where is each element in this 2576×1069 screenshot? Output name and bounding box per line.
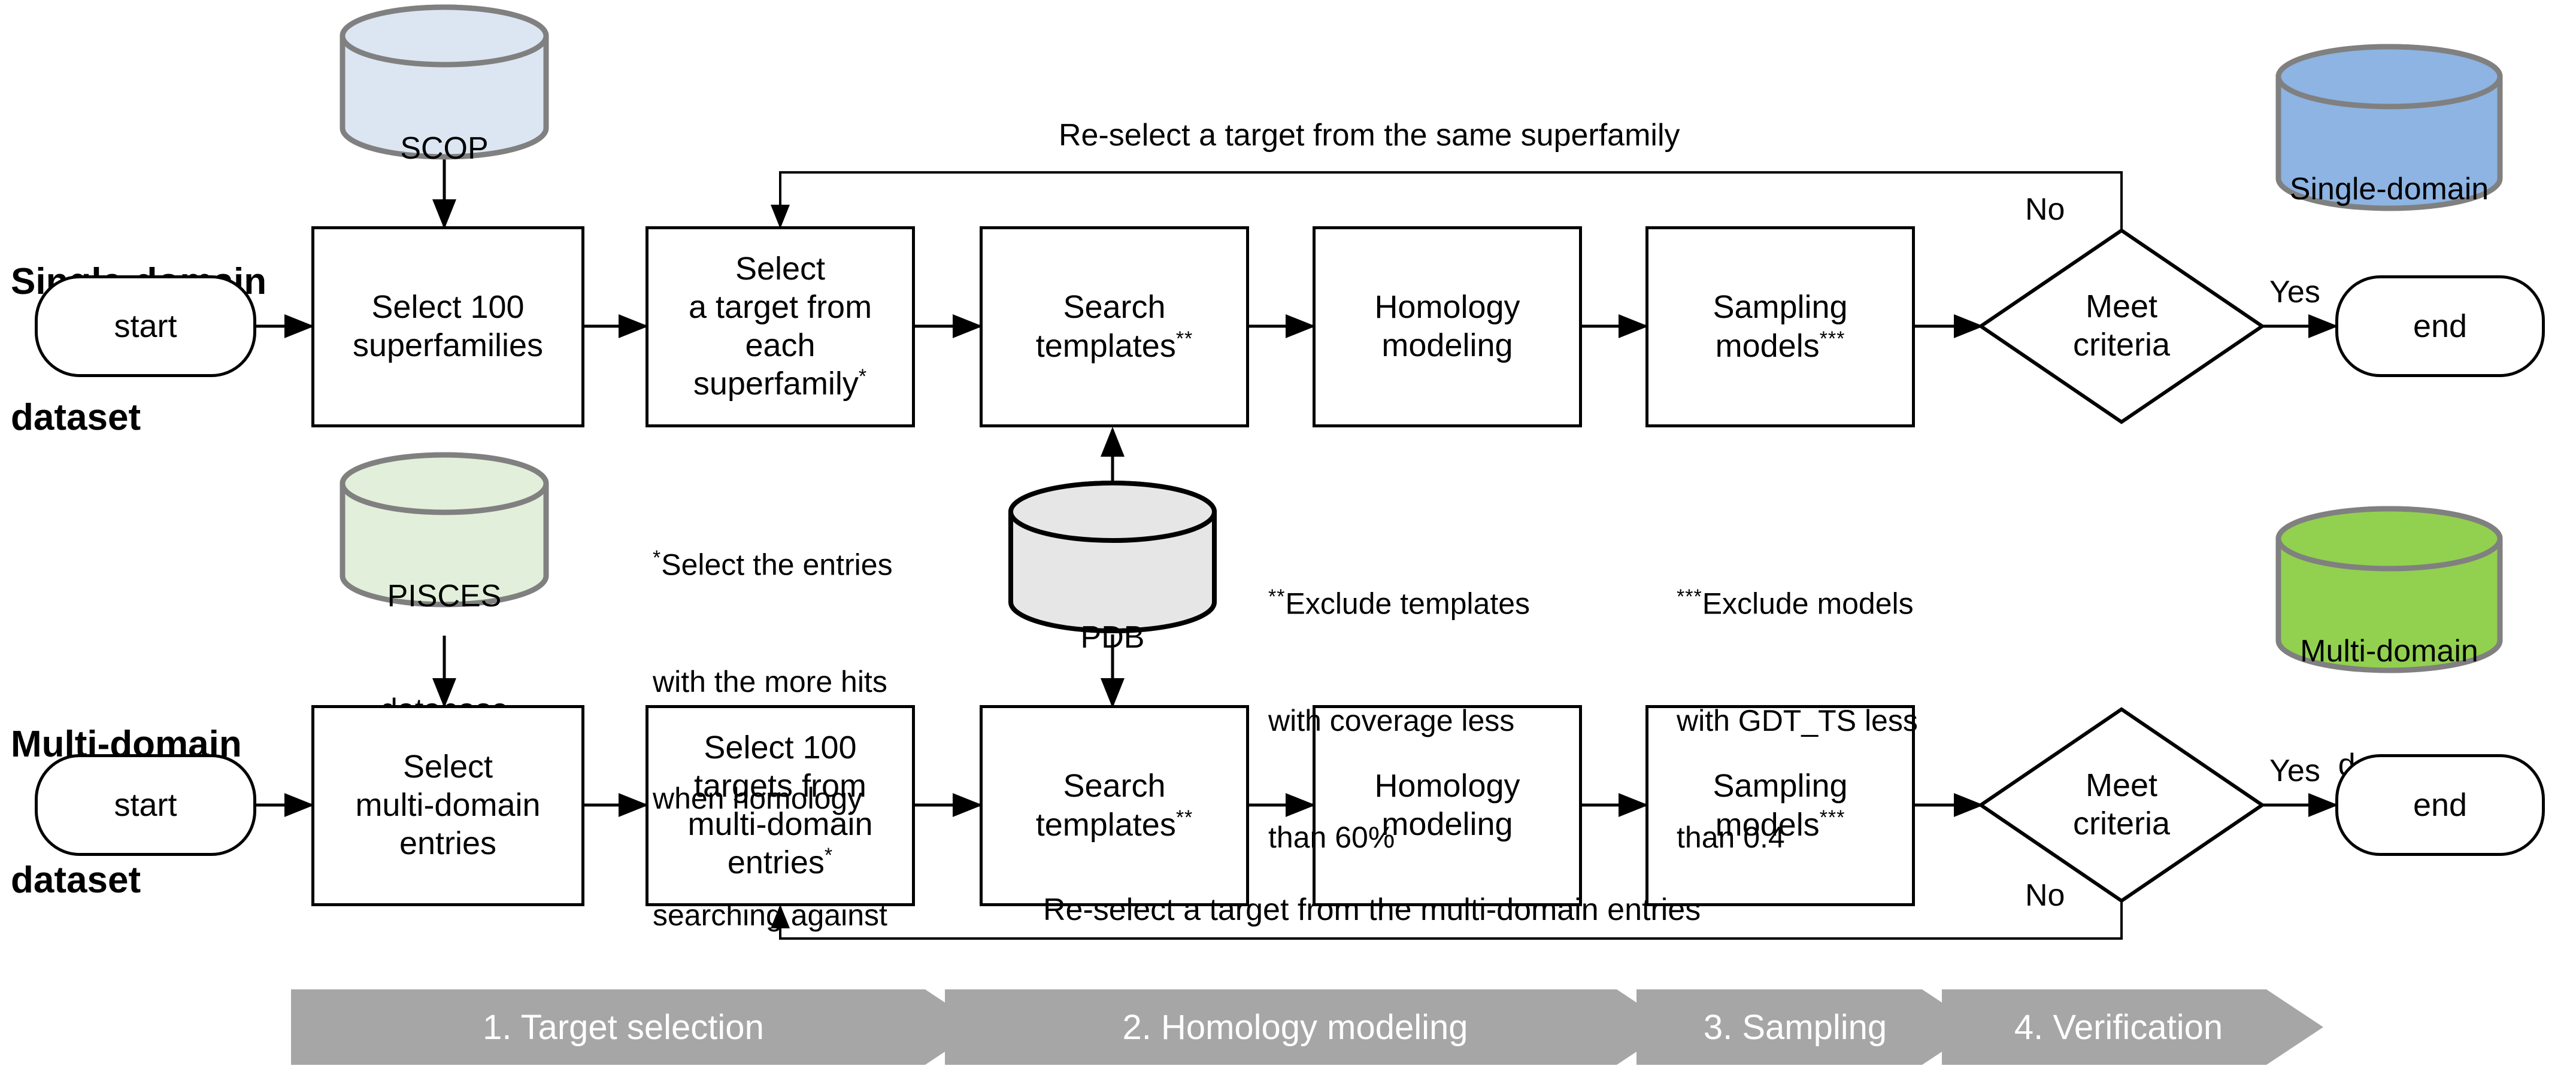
- step-select-100-superfamilies[interactable]: Select 100 superfamilies: [311, 226, 584, 427]
- step-line: Search: [1063, 288, 1166, 325]
- end-node-multi-label: end: [2413, 787, 2468, 823]
- step-line-with-sup: templates**: [1035, 327, 1193, 364]
- step-line: multi-domain: [687, 806, 873, 842]
- phase-3-sampling[interactable]: 3. Sampling: [1636, 989, 1954, 1065]
- single-out-line1: Single-domain: [2289, 171, 2489, 206]
- step-line-with-sup: models***: [1715, 327, 1845, 364]
- footnote-marker: *: [858, 365, 868, 388]
- footnote-1-line: searching against: [653, 898, 887, 932]
- start-node-single-label: start: [114, 308, 177, 344]
- decision-line1: Meet: [2085, 767, 2158, 804]
- loop-label-multi: Re-select a target from the multi-domain…: [1043, 892, 1701, 927]
- edge-single-noloop: [771, 171, 2123, 230]
- edge-label-no-multi: No: [2025, 878, 2065, 913]
- step-line: Sampling: [1713, 767, 1848, 804]
- step-line: Select 100: [371, 289, 525, 326]
- step-line: modeling: [1381, 806, 1513, 842]
- phase-3-label: 3. Sampling: [1703, 1007, 1887, 1047]
- footnote-marker: ***: [1819, 327, 1845, 350]
- row-title-single-line2: dataset: [11, 397, 141, 439]
- step-line: modeling: [1381, 327, 1513, 363]
- start-node-single[interactable]: start: [35, 275, 256, 377]
- footnote-marker: *: [653, 546, 662, 569]
- phase-1-target-selection[interactable]: 1. Target selection: [291, 989, 956, 1065]
- step-sampling-models-multi[interactable]: Sampling models***: [1645, 705, 1915, 906]
- step-line: multi-domain: [355, 787, 541, 824]
- step-select-multidomain-entries[interactable]: Select multi-domain entries: [311, 705, 584, 906]
- start-node-multi[interactable]: start: [35, 754, 256, 856]
- footnote-2-line: with coverage less: [1268, 703, 1515, 737]
- multi-out-line1: Multi-domain: [2300, 633, 2478, 669]
- step-line: Sampling: [1713, 288, 1848, 325]
- step-sampling-models-single[interactable]: Sampling models***: [1645, 226, 1915, 427]
- footnote-marker: ***: [1677, 585, 1702, 608]
- step-line-with-sup: models***: [1715, 806, 1845, 843]
- pisces-label-line1: PISCES: [387, 578, 502, 614]
- end-node-single-label: end: [2413, 308, 2468, 344]
- decision-line2: criteria: [2072, 327, 2171, 363]
- row-title-multi-domain: Multi-domain dataset: [11, 631, 242, 994]
- step-line: superfamilies: [352, 327, 544, 363]
- step-homology-modeling-multi[interactable]: Homology modeling: [1313, 705, 1582, 906]
- phase-2-label: 2. Homology modeling: [1122, 1007, 1468, 1047]
- edge-label-no-single: No: [2025, 192, 2065, 227]
- step-line: Select: [402, 749, 493, 785]
- step-line: Homology: [1374, 289, 1520, 326]
- footnote-2-line: **Exclude templates: [1268, 585, 1531, 621]
- footnote-3-line: than 0.4: [1677, 820, 1785, 854]
- footnote-marker: **: [1175, 327, 1193, 350]
- step-line: a target from: [688, 288, 872, 325]
- footnote-2-line: than 60%: [1268, 820, 1395, 854]
- decision-line1: Meet: [2085, 288, 2158, 325]
- pdb-database-label: PDB: [1011, 548, 1214, 727]
- phase-4-verification[interactable]: 4. Verification: [1942, 989, 2295, 1065]
- start-node-multi-label: start: [114, 787, 177, 823]
- footnote-marker: ***: [1819, 806, 1845, 829]
- step-line: Homology: [1374, 768, 1520, 804]
- footnote-1-line: *Select the entries: [653, 546, 893, 582]
- phase-4-label: 4. Verification: [2014, 1007, 2223, 1047]
- footnote-1-line: when homology: [653, 781, 863, 815]
- step-select-target-each-superfamily[interactable]: Select a target from each superfamily*: [645, 226, 915, 427]
- step-line: Select 100: [704, 730, 857, 766]
- scop-label-line1: SCOP: [400, 130, 489, 166]
- footnote-marker: *: [824, 844, 834, 867]
- decision-meet-criteria-single[interactable]: Meet criteria: [1981, 230, 2262, 422]
- edge-label-yes-single: Yes: [2269, 275, 2320, 309]
- footnote-3: ***Exclude models with GDT_TS less than …: [1677, 506, 1976, 935]
- footnote-3-line: with GDT_TS less: [1677, 703, 1918, 737]
- footnote-3-line: ***Exclude models: [1677, 585, 1914, 621]
- step-line-with-sup: superfamily*: [693, 365, 868, 402]
- end-node-multi[interactable]: end: [2335, 754, 2545, 856]
- step-line: Select: [735, 251, 826, 287]
- footnote-marker: **: [1175, 806, 1193, 829]
- pdb-label-line1: PDB: [1080, 620, 1145, 655]
- row-title-multi-line2: dataset: [11, 860, 141, 901]
- step-line: Search: [1063, 767, 1166, 804]
- footnote-2: **Exclude templates with coverage less t…: [1268, 506, 1568, 935]
- step-line: each: [745, 327, 816, 363]
- end-node-single[interactable]: end: [2335, 275, 2545, 377]
- decision-line2: criteria: [2072, 806, 2171, 842]
- step-search-templates-single[interactable]: Search templates**: [980, 226, 1249, 427]
- footnote-1-line: with the more hits: [653, 664, 887, 699]
- step-select-100-targets[interactable]: Select 100 targets from multi-domain ent…: [645, 705, 915, 906]
- step-line: targets from: [693, 767, 867, 804]
- step-search-templates-multi[interactable]: Search templates**: [980, 705, 1249, 906]
- step-line-with-sup: entries*: [727, 844, 834, 881]
- footnote-marker: **: [1268, 585, 1286, 608]
- step-line: entries: [399, 825, 497, 861]
- phase-1-label: 1. Target selection: [483, 1007, 764, 1047]
- loop-label-single: Re-select a target from the same superfa…: [1059, 118, 1680, 153]
- edge-label-yes-multi: Yes: [2269, 754, 2320, 788]
- footnote-1: *Select the entries with the more hits w…: [653, 467, 940, 1069]
- step-line-with-sup: templates**: [1035, 806, 1193, 843]
- phase-2-homology-modeling[interactable]: 2. Homology modeling: [945, 989, 1645, 1065]
- step-homology-modeling-single[interactable]: Homology modeling: [1313, 226, 1582, 427]
- decision-meet-criteria-multi[interactable]: Meet criteria: [1981, 709, 2262, 901]
